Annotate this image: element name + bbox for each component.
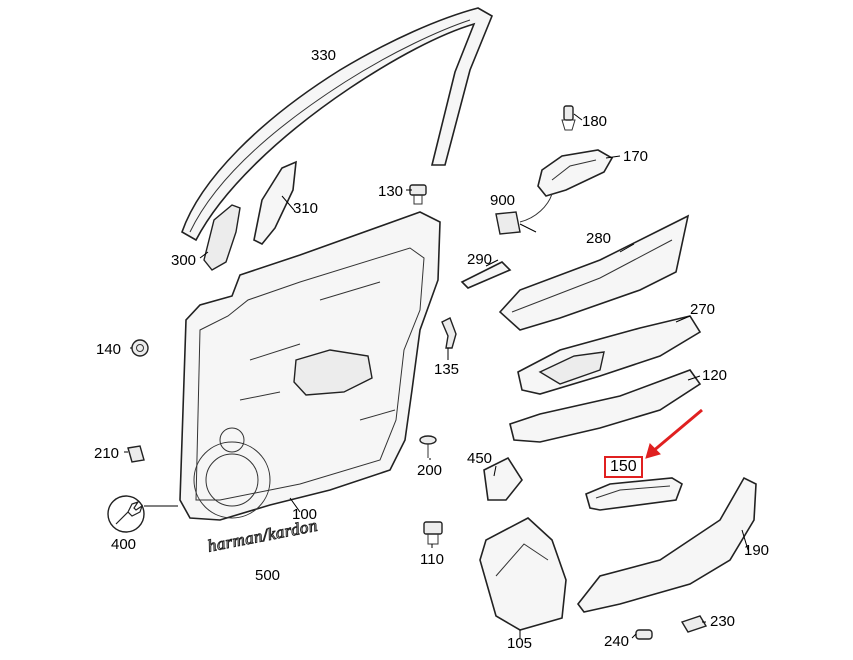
part-label-300: 300 (171, 252, 197, 269)
part-label-170: 170 (623, 148, 649, 165)
part-label-500: 500 (255, 567, 281, 584)
clip-230 (680, 615, 708, 633)
part-label-280: 280 (586, 230, 612, 247)
pin-180 (561, 105, 576, 131)
bracket-135 (441, 317, 457, 349)
switch-panel-150 (585, 477, 683, 511)
connector-900 (495, 193, 553, 235)
part-label-230: 230 (710, 613, 736, 630)
part-label-310: 310 (293, 200, 319, 217)
bracket-300 (203, 204, 241, 271)
part-label-110: 110 (420, 551, 444, 568)
part-label-400: 400 (111, 536, 137, 553)
clip-110 (423, 521, 443, 545)
screw-200 (419, 435, 437, 458)
tool-symbol-400 (107, 495, 145, 533)
handle-housing-170 (537, 149, 614, 197)
leader-lines (124, 113, 749, 639)
part-label-240: 240 (604, 633, 630, 650)
trim-piece-310 (253, 160, 297, 246)
nut-140 (131, 339, 149, 357)
shield-450 (483, 456, 523, 501)
part-label-100: 100 (292, 506, 318, 523)
part-label-130: 130 (378, 183, 404, 200)
clip-210 (127, 445, 145, 463)
upper-trim-280 (498, 214, 690, 331)
part-label-330: 330 (311, 47, 337, 64)
lower-cover-190 (576, 476, 757, 613)
part-label-190: 190 (744, 542, 770, 559)
part-label-290: 290 (467, 251, 493, 268)
part-label-900: 900 (490, 192, 516, 209)
part-label-150-highlighted: 150 (604, 456, 643, 478)
trim-strip-290 (460, 261, 512, 289)
lower-trim-120 (509, 369, 702, 443)
part-label-450: 450 (467, 450, 493, 467)
window-frame-trim-330 (181, 7, 494, 242)
part-label-105: 105 (507, 635, 533, 652)
clip-130 (409, 184, 427, 205)
part-label-135: 135 (434, 361, 460, 378)
part-label-210: 210 (94, 445, 120, 462)
part-label-180: 180 (582, 113, 608, 130)
highlight-arrow (645, 408, 703, 459)
pin-240 (635, 629, 653, 640)
speaker-cover-105 (479, 517, 567, 631)
part-label-120: 120 (702, 367, 728, 384)
part-label-200: 200 (417, 462, 443, 479)
door-inner-panel-100 (179, 211, 441, 521)
wrench-icon (115, 500, 144, 525)
part-label-140: 140 (96, 341, 122, 358)
part-label-270: 270 (690, 301, 716, 318)
